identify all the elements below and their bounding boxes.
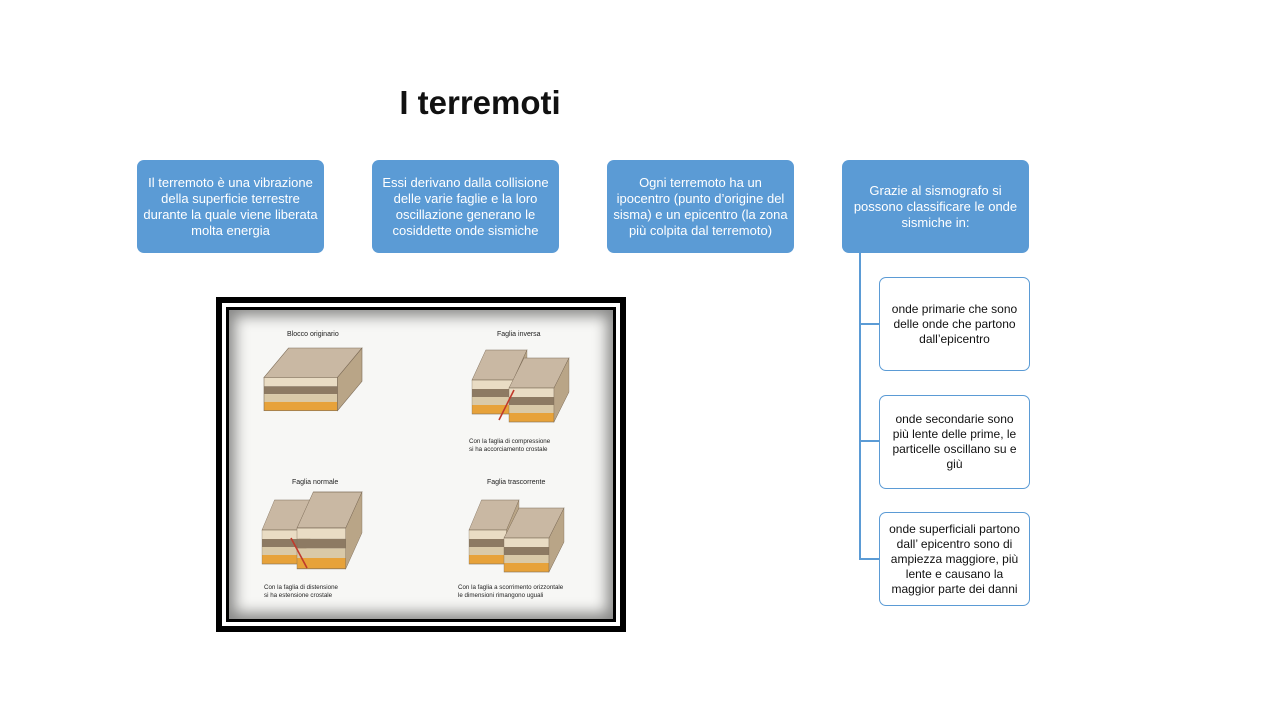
info-box-ipocentro: Ogni terremoto ha un ipocentro (punto d’… <box>607 160 794 253</box>
panel-caption-inversa-2: si ha accorciamento crostale <box>469 446 548 453</box>
fault-diagram-frame: Blocco originario Faglia inversa Con la … <box>216 297 626 632</box>
connector-vertical <box>859 253 861 560</box>
panel-caption-normale-1: Con la faglia di distensione <box>264 584 339 591</box>
connector-superficiali <box>859 558 880 560</box>
fault-diagram-svg: Blocco originario Faglia inversa Con la … <box>261 331 570 599</box>
panel-caption-trascorrente-1: Con la faglia a scorrimento orizzontale <box>458 584 564 591</box>
block-original <box>263 347 363 412</box>
slide-title: I terremoti <box>399 84 561 121</box>
info-box-sismografo: Grazie al sismografo si possono classifi… <box>842 160 1029 253</box>
sub-box-onde-primarie: onde primarie che sono delle onde che pa… <box>879 277 1030 371</box>
panel-caption-inversa-1: Con la faglia di compressione <box>469 438 551 445</box>
panel-title-trascorrente: Faglia trascorrente <box>487 479 545 486</box>
panel-title-inversa: Faglia inversa <box>497 331 541 338</box>
connector-primarie <box>859 323 880 325</box>
info-box-faglie: Essi derivano dalla collisione delle var… <box>372 160 559 253</box>
panel-title-normale: Faglia normale <box>292 479 338 486</box>
panel-caption-trascorrente-2: le dimensioni rimangono uguali <box>458 592 543 599</box>
fault-line-inversa <box>498 389 515 421</box>
sub-box-onde-secondarie: onde secondarie sono più lente delle pri… <box>879 395 1030 489</box>
sub-box-onde-superficiali: onde superficiali partono dall’ epicentr… <box>879 512 1030 606</box>
connector-secondarie <box>859 440 880 442</box>
info-box-definizione: Il terremoto è una vibrazione della supe… <box>137 160 324 253</box>
fault-diagram-image: Blocco originario Faglia inversa Con la … <box>229 310 613 619</box>
fault-line-normale <box>290 537 308 569</box>
panel-caption-normale-2: si ha estensione crostale <box>264 592 333 599</box>
panel-title-blocco: Blocco originario <box>287 331 339 338</box>
